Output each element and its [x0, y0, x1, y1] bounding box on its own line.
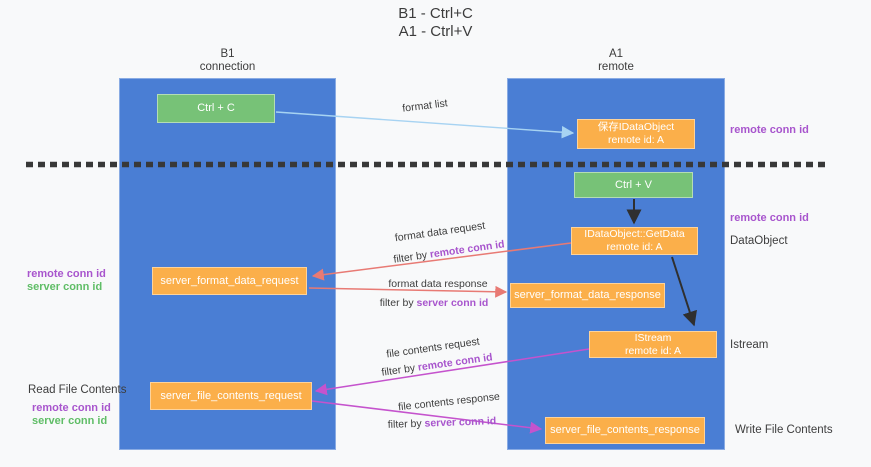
title-line-2: A1 - Ctrl+V — [398, 23, 473, 40]
label-remote-conn-id-mid-right: remote conn id — [730, 212, 809, 224]
format-response-label: server_format_data_response — [514, 289, 661, 301]
node-idataobject-getdata: IDataObject::GetData remote id: A — [571, 227, 698, 255]
save-idataobject-line1: 保存IDataObject — [597, 121, 675, 133]
label-remote-conn-id-bottom-left: remote conn id — [32, 402, 111, 414]
lane-header-a1: A1 remote — [507, 48, 725, 74]
node-ctrl-c: Ctrl + C — [157, 94, 275, 123]
filter-by-text: filter by — [392, 248, 431, 266]
label-write-file-contents: Write File Contents — [735, 424, 833, 436]
node-ctrl-v: Ctrl + V — [574, 172, 693, 198]
filter-by-text: filter by — [379, 297, 417, 309]
remote-conn-id-highlight: remote conn id — [429, 238, 506, 261]
file-response-label: server_file_contents_response — [550, 424, 700, 436]
label-remote-conn-id-top-right: remote conn id — [730, 124, 809, 136]
lane-header-b1: B1 connection — [119, 48, 336, 74]
label-format-data-response: format data response — [388, 278, 488, 290]
node-save-idataobject: 保存IDataObject remote id: A — [577, 119, 695, 149]
node-server-file-contents-request: server_file_contents_request — [150, 382, 312, 410]
server-conn-id-highlight: server conn id — [424, 415, 497, 430]
label-filter-by-server-conn-id-format: filter by server conn id — [380, 297, 489, 309]
istream-line2: remote id: A — [624, 344, 682, 357]
node-server-format-data-response: server_format_data_response — [510, 283, 665, 308]
label-format-list: format list — [401, 97, 449, 115]
getdata-line1: IDataObject::GetData — [584, 228, 685, 240]
label-remote-conn-id-mid-left: remote conn id — [27, 268, 106, 280]
label-format-data-request: format data request — [394, 219, 486, 245]
title-line-1: B1 - Ctrl+C — [398, 5, 473, 22]
lane-a1-name: A1 — [608, 48, 624, 60]
label-dataobject: DataObject — [730, 235, 788, 247]
label-read-file-contents: Read File Contents — [28, 384, 127, 396]
label-filter-by-remote-conn-id-format: filter by remote conn id — [393, 238, 506, 265]
file-request-label: server_file_contents_request — [160, 389, 302, 402]
lane-a1-subtitle: remote — [598, 61, 634, 73]
label-server-conn-id-bottom-left: server conn id — [32, 415, 108, 427]
filter-by-text: filter by — [380, 361, 419, 379]
label-istream: Istream — [730, 339, 769, 351]
istream-line1: IStream — [634, 331, 672, 344]
ctrl-c-label: Ctrl + C — [197, 102, 235, 114]
node-server-file-contents-response: server_file_contents_response — [545, 417, 705, 444]
getdata-line2: remote id: A — [606, 241, 663, 253]
ctrl-v-label: Ctrl + V — [615, 178, 652, 191]
label-filter-by-server-conn-id-file: filter by server conn id — [388, 415, 497, 431]
label-server-conn-id-mid-left: server conn id — [27, 281, 103, 293]
filter-by-text: filter by — [387, 417, 425, 431]
lane-b1-subtitle: connection — [199, 61, 256, 73]
format-request-label: server_format_data_request — [160, 274, 299, 287]
lane-b1-name: B1 — [220, 48, 235, 60]
server-conn-id-highlight: server conn id — [416, 297, 489, 309]
save-idataobject-line2: remote id: A — [607, 134, 665, 146]
node-istream: IStream remote id: A — [589, 331, 717, 358]
label-file-contents-response: file contents response — [397, 390, 501, 414]
node-server-format-data-request: server_format_data_request — [152, 267, 307, 295]
diagram-title: B1 - Ctrl+C A1 - Ctrl+V — [0, 5, 871, 41]
